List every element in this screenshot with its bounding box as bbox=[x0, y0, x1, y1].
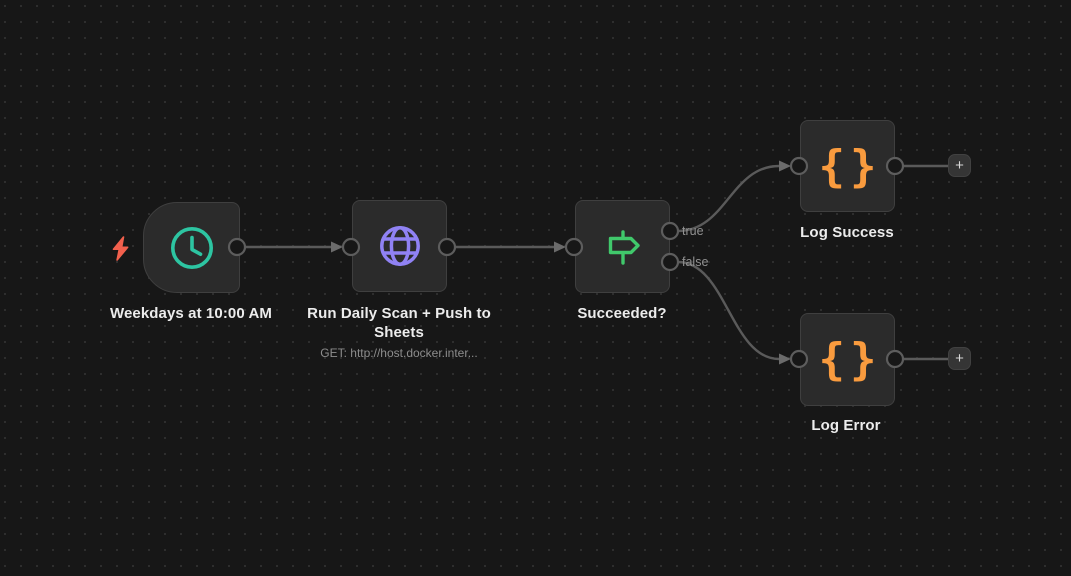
node-title-if: Succeeded? bbox=[577, 305, 667, 322]
node-title-http-request: Run Daily Scan + Push to Sheets bbox=[307, 305, 491, 341]
curly-braces-icon: {} bbox=[818, 334, 882, 385]
plus-icon: + bbox=[955, 350, 964, 367]
node-title-log-error: Log Error bbox=[811, 417, 881, 434]
globe-icon bbox=[379, 226, 420, 266]
if-false-output-label: false bbox=[682, 255, 709, 269]
add-node-button-after-log-success[interactable]: + bbox=[948, 154, 971, 177]
node-code-log-success[interactable]: {} bbox=[800, 120, 895, 212]
add-node-button-after-log-error[interactable]: + bbox=[948, 347, 971, 370]
arrowhead-icon bbox=[779, 353, 791, 365]
plus-icon: + bbox=[955, 157, 964, 174]
node-schedule-trigger[interactable] bbox=[143, 202, 240, 293]
node-http-request[interactable] bbox=[352, 200, 447, 292]
lightning-bolt-icon bbox=[112, 236, 129, 261]
arrowhead-icon bbox=[554, 241, 566, 253]
wire-if-true-to-log-success[interactable] bbox=[677, 164, 780, 233]
if-true-output-label: true bbox=[682, 224, 704, 238]
node-title-log-success: Log Success bbox=[800, 224, 894, 241]
signpost-icon bbox=[608, 229, 640, 265]
node-code-log-error[interactable]: {} bbox=[800, 313, 895, 406]
curly-braces-icon: {} bbox=[818, 140, 882, 192]
node-subtitle-http-request: GET: http://host.docker.inter... bbox=[320, 346, 478, 360]
arrowhead-icon bbox=[779, 160, 791, 172]
node-title-schedule-trigger: Weekdays at 10:00 AM bbox=[109, 305, 273, 322]
clock-icon bbox=[170, 226, 213, 269]
arrowhead-icon bbox=[331, 241, 343, 253]
node-if[interactable] bbox=[575, 200, 670, 293]
